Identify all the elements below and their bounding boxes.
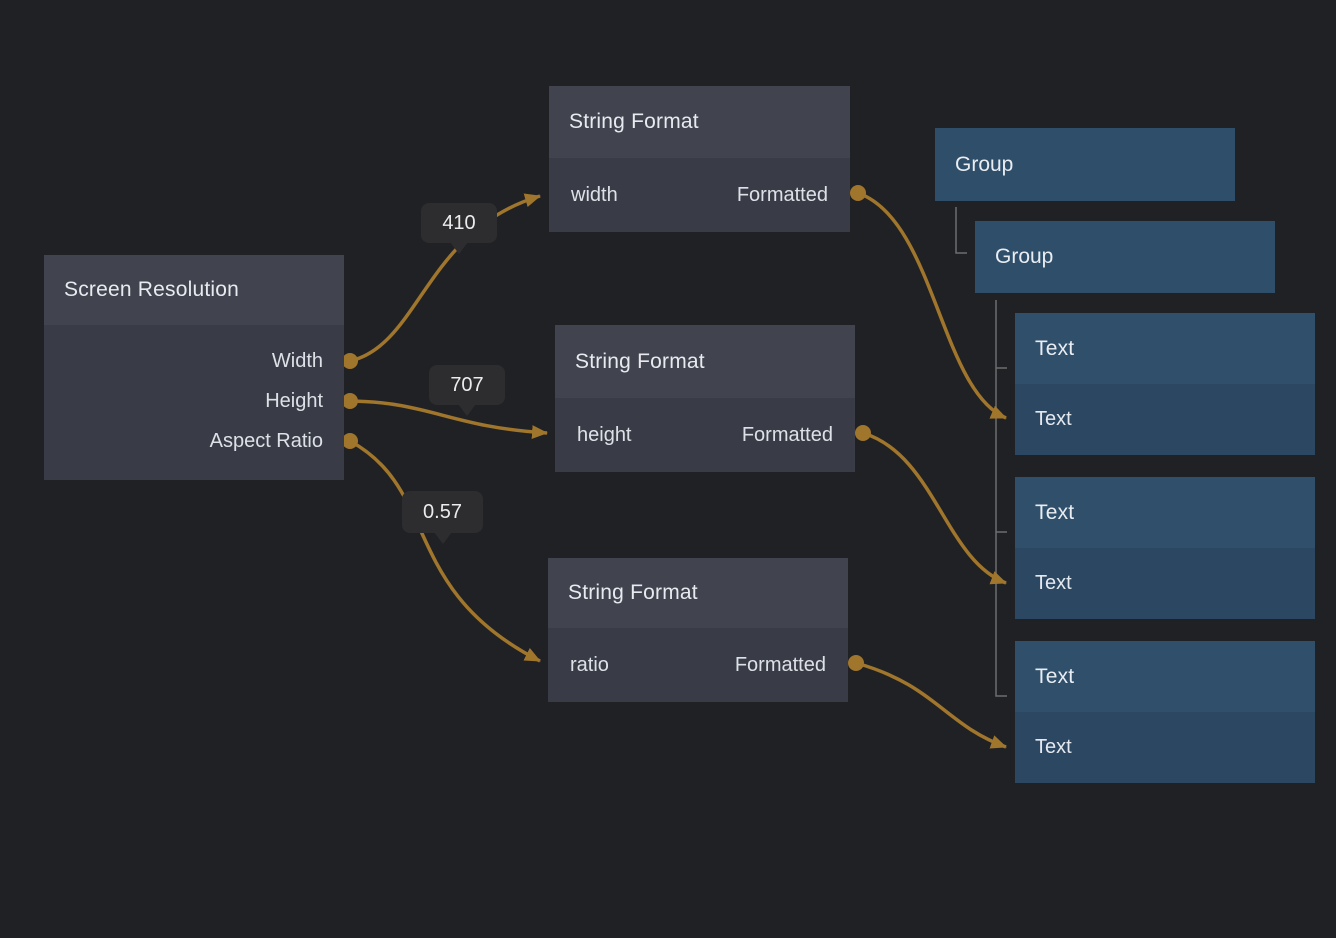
node-string-format-ratio[interactable]: String Format ratio Formatted: [548, 558, 848, 702]
port-height-output[interactable]: [342, 393, 358, 409]
port-aspect-ratio-output[interactable]: [342, 433, 358, 449]
node-title: String Format: [555, 325, 855, 398]
input-row-text[interactable]: Text: [1015, 548, 1315, 619]
node-title: Text: [1015, 641, 1315, 712]
port-formatted-output-2[interactable]: [855, 425, 871, 441]
node-title: Screen Resolution: [44, 255, 344, 325]
node-body: Width Height Aspect Ratio: [44, 325, 344, 480]
wire-formatted-ratio[interactable]: [855, 661, 1007, 749]
node-title: Group: [995, 245, 1054, 268]
node-body: ratio Formatted: [548, 628, 848, 702]
output-row-width[interactable]: Width: [271, 349, 323, 372]
node-title: Group: [955, 152, 1014, 176]
input-row-text[interactable]: Text: [1015, 712, 1315, 783]
node-text-2[interactable]: Text Text: [1015, 477, 1315, 619]
node-group-inner[interactable]: Group: [975, 221, 1275, 293]
node-group-outer[interactable]: Group: [935, 128, 1235, 201]
port-formatted-output-1[interactable]: [850, 185, 866, 201]
node-title: Text: [1015, 313, 1315, 384]
node-string-format-height[interactable]: String Format height Formatted: [555, 325, 855, 472]
wire-aspect-ratio[interactable]: [349, 439, 541, 663]
node-body: height Formatted: [555, 398, 855, 472]
input-label-height[interactable]: height: [577, 423, 632, 446]
wire-height[interactable]: [349, 399, 548, 440]
wire-value-badge-width: 410: [421, 203, 497, 243]
node-text-3[interactable]: Text Text: [1015, 641, 1315, 783]
tree-connector-group1-group2: [955, 207, 967, 254]
wire-value-badge-height: 707: [429, 365, 505, 405]
input-row-text[interactable]: Text: [1015, 384, 1315, 455]
output-label-formatted[interactable]: Formatted: [741, 423, 833, 446]
port-width-output[interactable]: [342, 353, 358, 369]
node-title: Text: [1015, 477, 1315, 548]
output-row-height[interactable]: Height: [265, 389, 323, 412]
wire-formatted-height[interactable]: [862, 431, 1007, 585]
node-body: width Formatted: [549, 158, 850, 232]
output-label-formatted[interactable]: Formatted: [736, 183, 828, 206]
node-title: String Format: [548, 558, 848, 628]
wire-width[interactable]: [349, 193, 541, 363]
node-text-1[interactable]: Text Text: [1015, 313, 1315, 455]
output-label-formatted[interactable]: Formatted: [734, 653, 826, 676]
node-screen-resolution[interactable]: Screen Resolution Width Height Aspect Ra…: [44, 255, 344, 480]
tree-connector-group2-children: [995, 300, 1007, 697]
wire-formatted-width[interactable]: [857, 191, 1007, 420]
node-string-format-width[interactable]: String Format width Formatted: [549, 86, 850, 232]
port-formatted-output-3[interactable]: [848, 655, 864, 671]
node-title: String Format: [549, 86, 850, 158]
output-row-aspect-ratio[interactable]: Aspect Ratio: [209, 429, 323, 452]
wire-value-badge-ratio: 0.57: [402, 491, 483, 533]
input-label-ratio[interactable]: ratio: [570, 653, 609, 676]
input-label-width[interactable]: width: [571, 183, 618, 206]
